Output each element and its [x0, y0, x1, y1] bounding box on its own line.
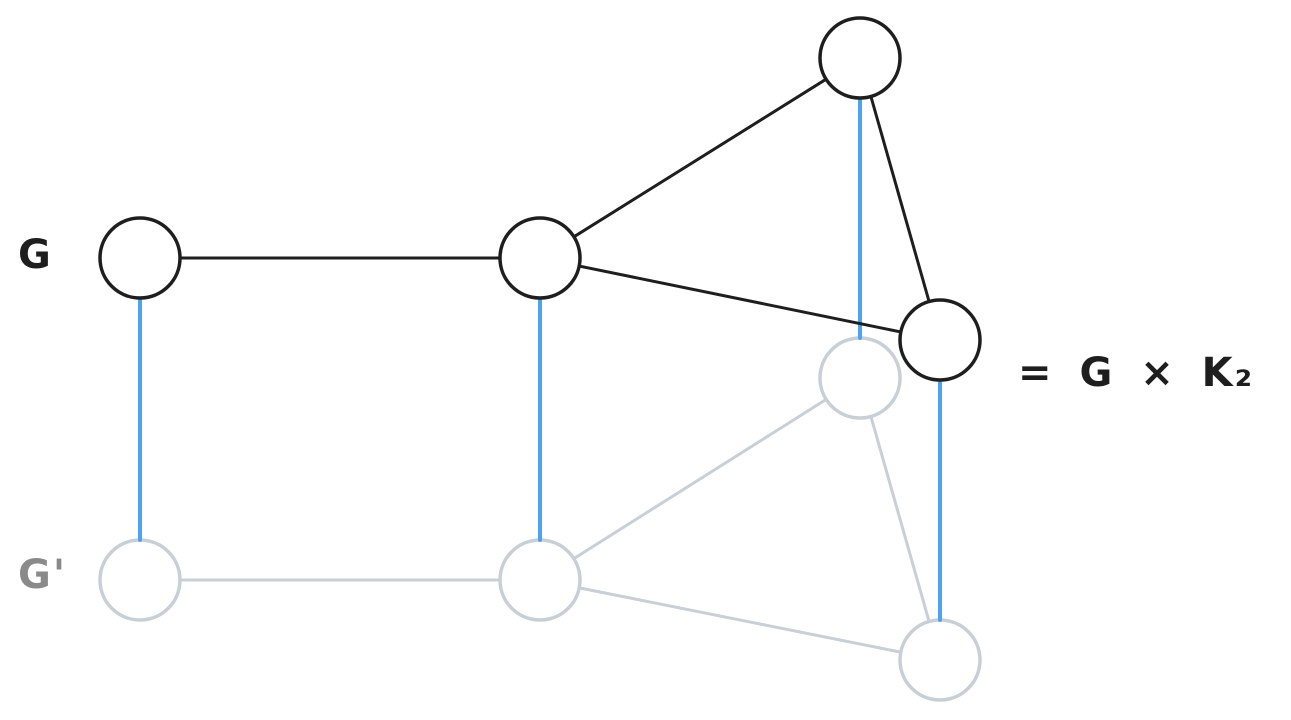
bottom-graph-layer [98, 336, 982, 702]
bottom-graph-node-b [498, 538, 582, 622]
top-graph-node-b [498, 216, 582, 300]
connector-layer [138, 96, 942, 622]
bottom-graph-edge-c-d [869, 414, 931, 624]
product-equation-label: = G × K₂ [1018, 350, 1255, 396]
top-graph-edge-c-d [869, 94, 931, 304]
bottom-graph-node-d [898, 618, 982, 702]
top-graph-edge-b-c [572, 77, 828, 239]
top-graph-edge-b-d [577, 264, 903, 334]
top-graph-node-c [818, 16, 902, 100]
top-graph-layer [98, 16, 982, 382]
top-graph-node-a [98, 216, 182, 300]
top-graph-label: G [18, 232, 53, 278]
top-graph-node-d [898, 298, 982, 382]
bottom-graph-node-c [818, 336, 902, 420]
bottom-graph-node-a [98, 538, 182, 622]
bottom-graph-label: G' [18, 552, 68, 598]
bottom-graph-edge-b-c [572, 397, 828, 561]
bottom-graph-edge-b-d [577, 586, 903, 654]
